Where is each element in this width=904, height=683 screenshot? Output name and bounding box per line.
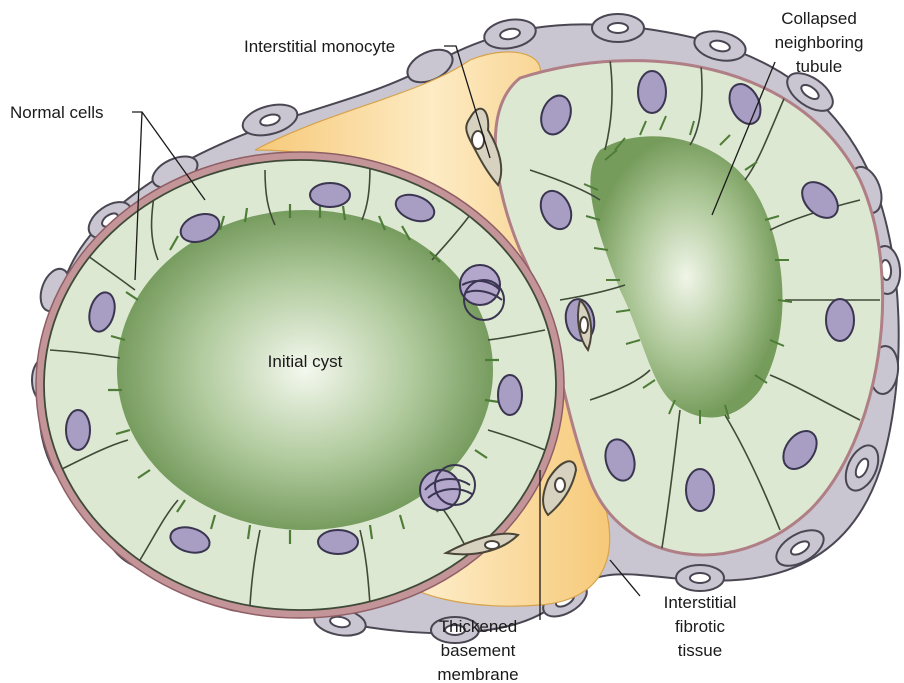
label-fibrotic-line-1: Interstitial xyxy=(664,593,737,612)
label-thickened-line-3: membrane xyxy=(437,665,518,683)
label-interstitial-monocyte: Interstitial monocyte xyxy=(244,37,395,56)
label-thickened-line-2: basement xyxy=(441,641,516,660)
label-fibrotic-line-2: fibrotic xyxy=(675,617,726,636)
label-fibrotic-line-3: tissue xyxy=(678,641,722,660)
label-collapsed-line-1: Collapsed xyxy=(781,9,857,28)
label-normal-cells: Normal cells xyxy=(10,103,104,122)
label-thickened-line-1: Thickened xyxy=(439,617,517,636)
label-collapsed-line-2: neighboring xyxy=(775,33,864,52)
label-initial-cyst: Initial cyst xyxy=(268,352,343,371)
label-collapsed-line-3: tubule xyxy=(796,57,842,76)
